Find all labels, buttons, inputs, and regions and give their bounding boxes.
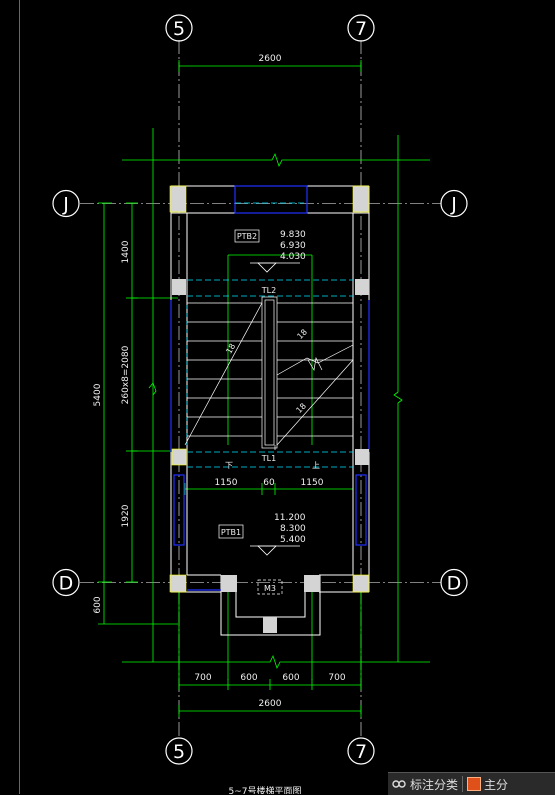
annotation-category-button[interactable]: 标注分类 [388, 773, 462, 795]
axis-bubble-7-top [347, 14, 375, 42]
axis-bubble-7-bottom [347, 737, 375, 765]
axis-bubble-5-top [165, 14, 193, 42]
dim-left-extra: 600 [93, 596, 103, 613]
label-tl1: TL1 [261, 454, 276, 463]
axis-grid: 5 7 5 7 J J D D [52, 14, 468, 765]
label-tl2: TL2 [261, 286, 276, 295]
drawing-caption: 5~7号楼梯平面图 [229, 785, 302, 794]
level-markers [250, 262, 300, 556]
axis-bubble-J-right [440, 189, 468, 218]
flight-tag-right-1: 18 [295, 327, 309, 341]
tag-ptb1: PTB1 [221, 528, 241, 537]
stair-break-mark [307, 356, 323, 371]
level-upper-3: 4.030 [280, 252, 306, 262]
axis-label-5-top: 5 [173, 18, 185, 40]
annotation-statusbar: 标注分类 主分 [388, 772, 555, 795]
annotation-category-label: 标注分类 [410, 777, 459, 792]
axis-label-7-top: 7 [355, 18, 367, 40]
columns [170, 186, 369, 633]
level-lower-3: 5.400 [280, 535, 306, 545]
axis-bubble-D-right [440, 568, 468, 597]
column-outlines [169, 185, 370, 593]
color-swatch-icon [467, 777, 482, 791]
link-icon [392, 780, 406, 788]
level-lower-1: 11.200 [274, 513, 306, 523]
dim-top-overall: 2600 [259, 54, 282, 64]
axis-label-J-left: J [62, 194, 69, 216]
dim-left-overall: 5400 [93, 383, 103, 406]
dim-left-seg-1: 1400 [121, 240, 131, 263]
tag-boxes [218, 229, 283, 595]
axis-label-D-right: D [447, 573, 462, 595]
dim-bottom-seg-3: 600 [282, 673, 299, 683]
dim-bottom-seg-1: 700 [194, 673, 211, 683]
label-up: 上 [312, 461, 320, 470]
beam-dashed-lines [186, 202, 353, 468]
stair-treads [184, 296, 354, 450]
tag-ptb2: PTB2 [237, 232, 257, 241]
dim-bottom-seg-4: 700 [328, 673, 345, 683]
dim-bottom-seg-2: 600 [240, 673, 257, 683]
level-lower-2: 8.300 [280, 524, 306, 534]
dim-left-seg-3: 1920 [121, 504, 131, 527]
label-down: 下 [225, 461, 233, 470]
axis-bubble-D-left [52, 568, 80, 597]
level-upper-2: 6.930 [280, 241, 306, 251]
axis-label-D-left: D [59, 573, 74, 595]
dim-bottom-overall: 2600 [259, 699, 282, 709]
main-category-label: 主分 [484, 777, 509, 792]
axis-bubble-J-left [52, 189, 80, 218]
dim-stair-right: 1150 [301, 478, 324, 488]
statusbar-divider [462, 776, 464, 792]
level-upper-1: 9.830 [280, 230, 306, 240]
dim-stair-gap: 60 [263, 478, 275, 488]
drawing-text: 2600 2600 700 600 600 700 5400 1400 260x… [93, 54, 346, 794]
flight-tag-left: 18 [224, 342, 237, 355]
dim-left-seg-2: 260x8=2080 [121, 345, 131, 404]
axis-label-7-bottom: 7 [355, 741, 367, 763]
dim-stair-left: 1150 [215, 478, 238, 488]
entry-tag: M3 [264, 584, 276, 593]
axis-label-J-right: J [450, 194, 457, 216]
walls [170, 185, 370, 636]
dimension-lines [98, 60, 430, 717]
axis-label-5-bottom: 5 [173, 741, 185, 763]
windows [170, 185, 370, 591]
axis-bubble-5-bottom [165, 737, 193, 765]
main-category-button[interactable]: 主分 [463, 773, 512, 795]
